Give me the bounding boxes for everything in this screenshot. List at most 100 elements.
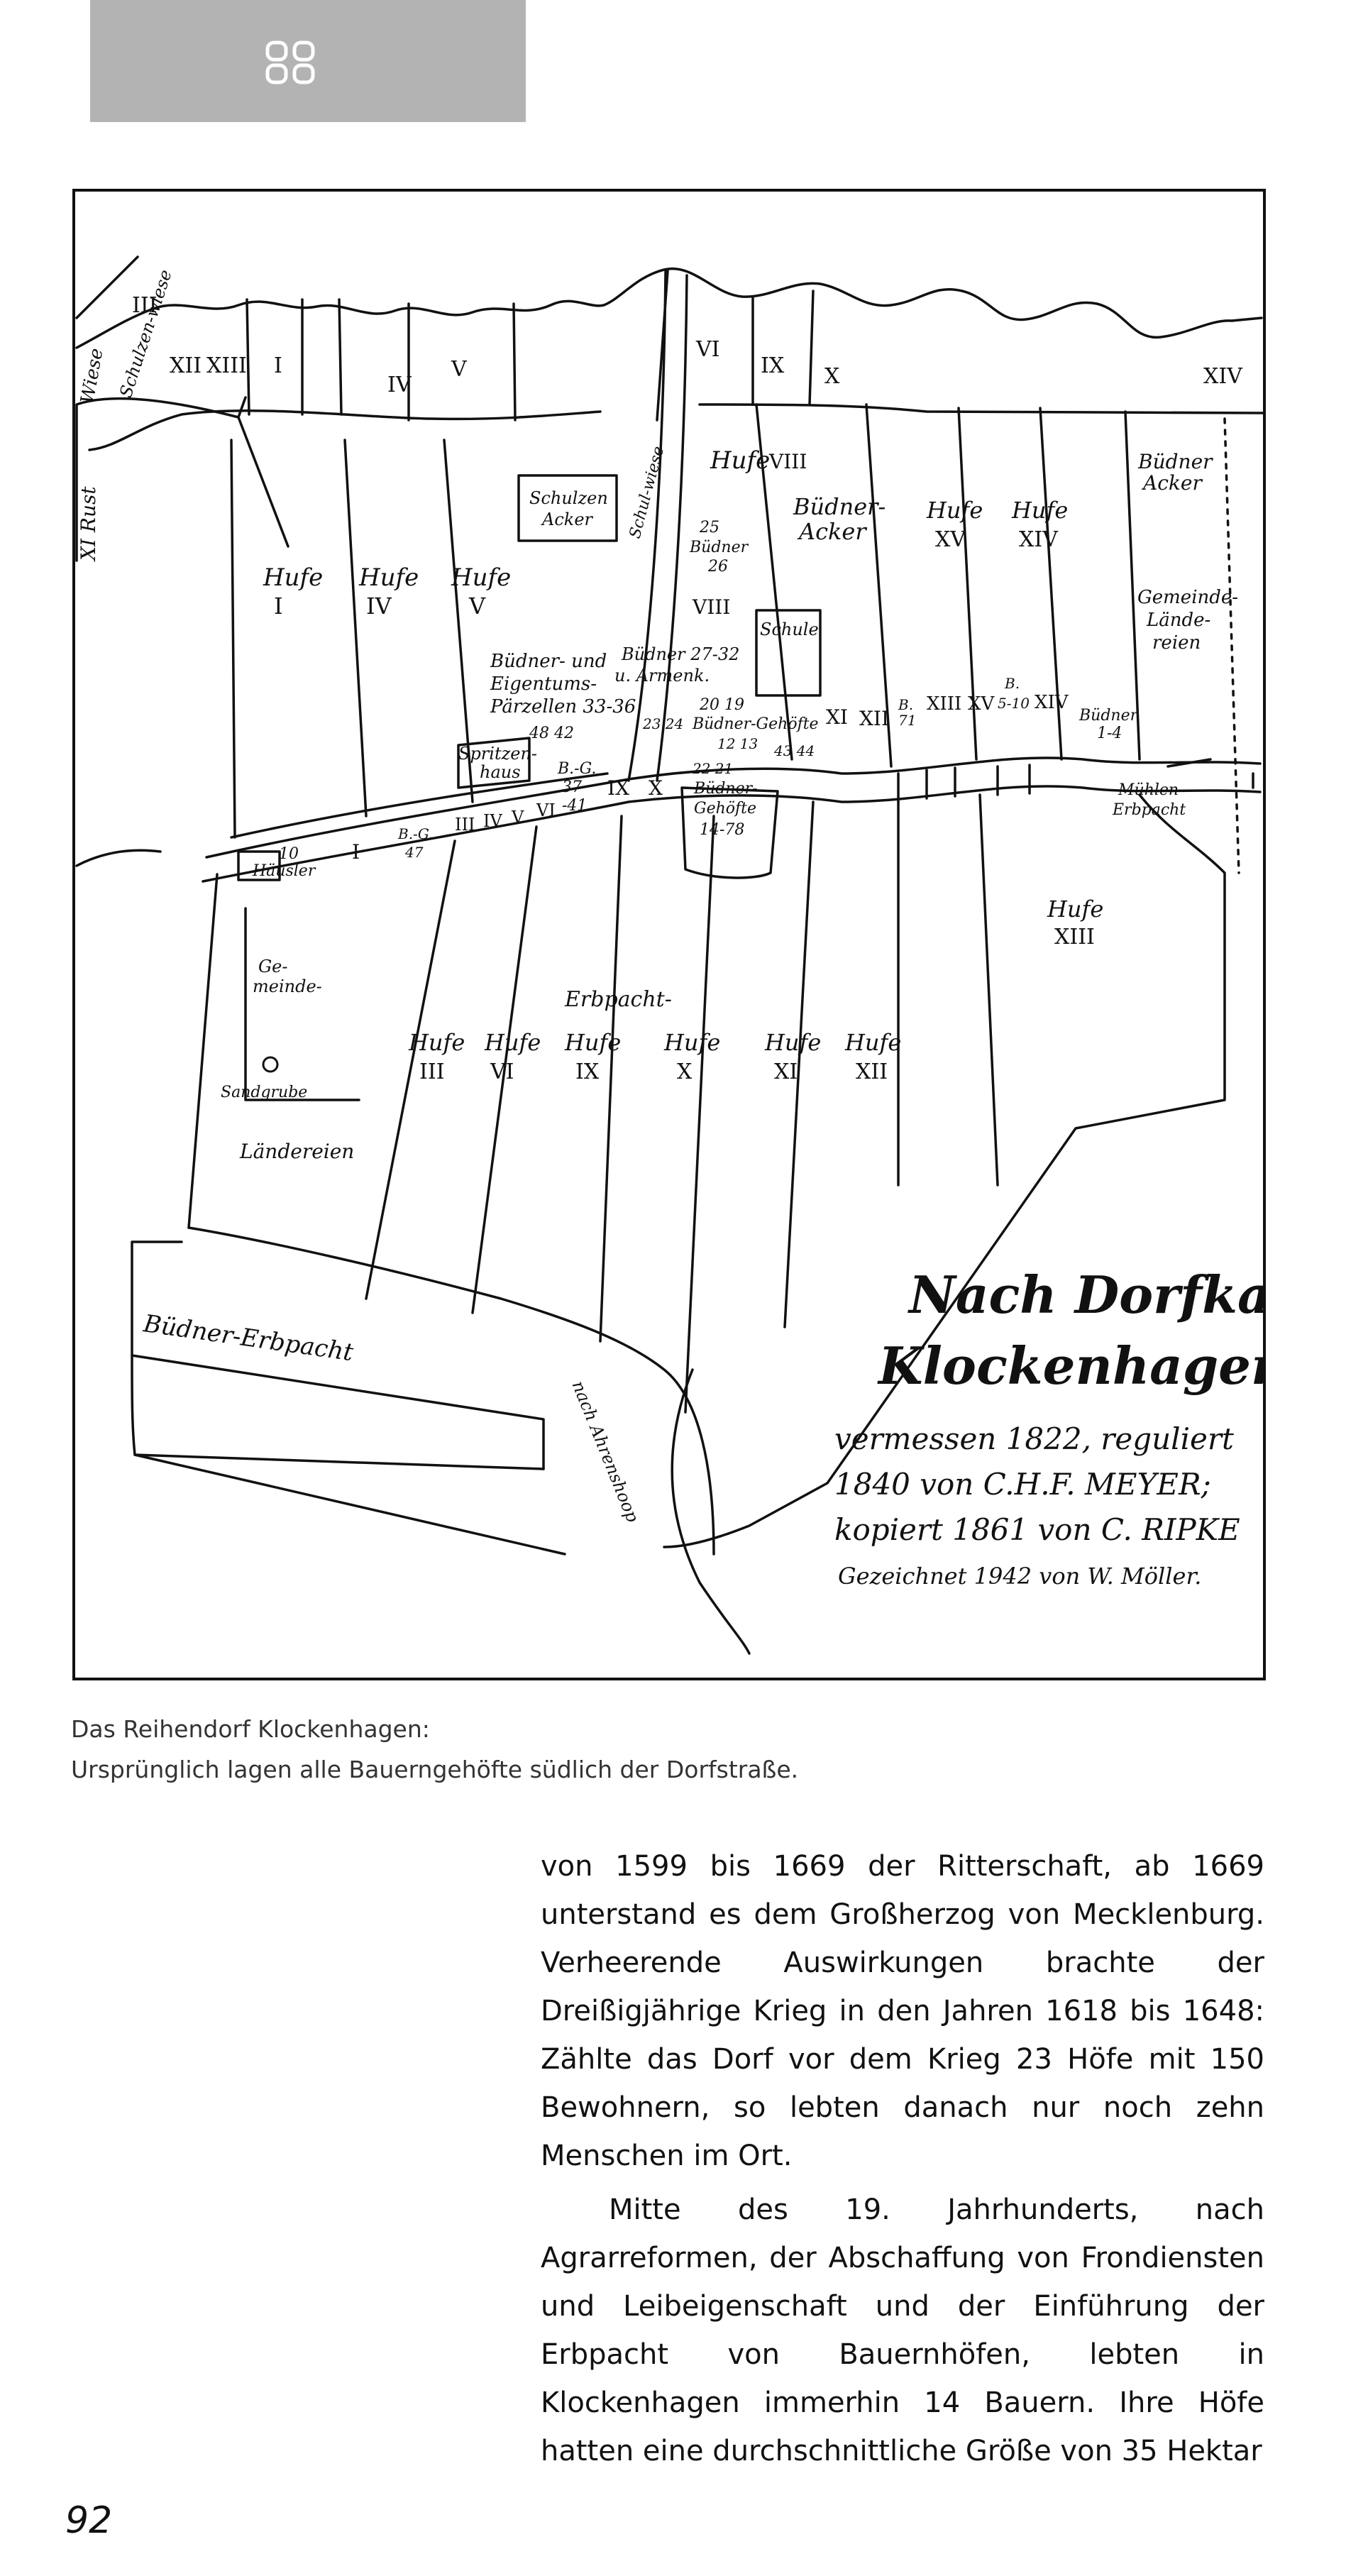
map-label: 1-4 <box>1097 725 1122 742</box>
map-label: XI <box>826 705 848 729</box>
map-label: V <box>511 808 524 827</box>
map-label: Wiese <box>77 346 107 405</box>
map-label: XII <box>170 353 202 378</box>
map-label: XIII <box>206 353 247 378</box>
map-label: Acker <box>541 510 594 529</box>
map-label: Erbpacht <box>1112 801 1186 819</box>
map-label: haus <box>480 762 521 782</box>
map-label: Acker <box>797 518 867 545</box>
map-label: X <box>824 364 840 389</box>
map-label: Büdner-Erbpacht <box>141 1309 355 1367</box>
map-label: VIII <box>692 595 730 619</box>
map-label: Eigentums- <box>490 673 597 695</box>
map-label: Lände- <box>1146 610 1210 631</box>
map-label: Hufe <box>408 1029 465 1056</box>
map-title: Nach Dorfkarte <box>908 1265 1263 1325</box>
map-label: XI Rust <box>77 486 100 562</box>
map-label: Büdner <box>1079 707 1139 725</box>
map-label: Hufe <box>1011 497 1068 524</box>
map-label: Büdner- <box>793 493 886 520</box>
map-label: Sandgrube <box>221 1084 307 1101</box>
four-petal-flower-icon <box>265 40 315 84</box>
map-label: Häusler <box>252 862 316 880</box>
map-label: IV <box>483 811 502 831</box>
body-paragraph: von 1599 bis 1669 der Ritterschaft, ab 1… <box>541 1850 1264 2172</box>
map-label: Büdner-Gehöfte <box>692 715 819 733</box>
map-label: XI <box>774 1059 798 1084</box>
map-label: XV <box>935 527 966 552</box>
map-label: Gemeinde- <box>1137 587 1238 608</box>
map-subtitle: vermessen 1822, reguliert <box>834 1421 1234 1456</box>
map-label: Ländereien <box>239 1140 354 1163</box>
map-label: III <box>419 1059 445 1084</box>
map-label: IX <box>761 353 785 378</box>
map-label: I <box>274 353 282 378</box>
map-label: Pärzellen 33-36 <box>490 696 636 717</box>
map-label: Gehöfte <box>694 800 756 818</box>
map-label: Mühlen- <box>1118 781 1184 799</box>
header-band <box>90 0 526 122</box>
map-label: VI <box>695 337 720 362</box>
map-label: Hufe <box>764 1029 821 1056</box>
map-label: 26 <box>707 558 728 576</box>
map-label: Büdner- <box>693 780 758 798</box>
map-subtitle: kopiert 1861 von C. RIPKE <box>834 1512 1240 1547</box>
map-label: Schulzen <box>529 488 608 508</box>
map-label: Hufe <box>358 563 419 592</box>
map-label: Acker <box>1141 471 1203 495</box>
map-label: 22 21 <box>692 760 733 777</box>
map-label: Hufe <box>710 446 770 475</box>
map-label: 23 24 <box>642 715 683 732</box>
map-label: -41 <box>562 797 587 815</box>
map-label: reien <box>1152 632 1201 654</box>
map-label: IX <box>607 776 629 800</box>
map-label: meinde- <box>253 976 322 996</box>
map-drawing: III Wiese Schulzen-wiese XII XIII I IV V… <box>75 255 1263 1655</box>
map-label: u. Armenk. <box>614 666 710 686</box>
map-label: 25 <box>699 519 719 536</box>
figure-caption: Das Reihendorf Klockenhagen: Ursprünglic… <box>71 1709 1064 1790</box>
body-paragraph: Mitte des 19. Jahrhunderts, nach Agrarre… <box>541 2194 1264 2467</box>
map-label: 5-10 <box>998 695 1030 712</box>
map-label: 37 <box>562 778 582 796</box>
map-label: Hufe <box>564 1029 621 1056</box>
map-label: B.-G. <box>557 760 596 778</box>
map-label: Büdner <box>689 539 749 556</box>
map-label: 20 19 <box>699 696 744 714</box>
map-label: Hufe <box>663 1029 720 1056</box>
map-label: III <box>132 293 158 318</box>
map-label: XIV <box>1019 527 1059 552</box>
map-label: Spritzen- <box>458 744 537 764</box>
map-label: Schul-wiese <box>627 444 668 540</box>
map-label: VI <box>490 1059 514 1084</box>
map-label: Hufe <box>926 497 983 524</box>
map-label: Hufe <box>844 1029 901 1056</box>
map-label: Büdner <box>1137 450 1213 473</box>
map-label: XV <box>968 693 995 715</box>
page-number: 92 <box>65 2499 113 2542</box>
map-label: Hufe <box>484 1029 541 1056</box>
map-label: XIV <box>1203 364 1243 389</box>
map-label: I <box>352 840 360 864</box>
map-label: nach Ahrenshoop <box>568 1378 642 1525</box>
map-label: 47 <box>404 844 424 861</box>
map-label: IV <box>366 593 392 620</box>
map-label: 10 <box>279 845 299 863</box>
map-label: XII <box>856 1059 888 1084</box>
map-label: VI <box>536 800 556 820</box>
map-label: Ge- <box>258 957 287 976</box>
caption-line: Ursprünglich lagen alle Bauerngehöfte sü… <box>71 1756 799 1783</box>
map-label: Schulzen-wiese <box>116 268 176 400</box>
map-label: 12 13 <box>717 735 758 752</box>
map-subtitle: Gezeichnet 1942 von W. Möller. <box>838 1563 1201 1590</box>
map-label: XIV <box>1035 692 1069 713</box>
map-label: III <box>455 815 475 835</box>
map-label: X <box>677 1059 693 1084</box>
map-label: V <box>451 357 468 382</box>
map-label: XIII <box>1054 925 1095 950</box>
map-label: B. <box>1004 675 1020 692</box>
map-label: Hufe <box>451 563 511 592</box>
caption-line: Das Reihendorf Klockenhagen: <box>71 1715 430 1743</box>
map-label: V <box>468 593 486 620</box>
map-label: Hufe <box>1047 896 1103 923</box>
